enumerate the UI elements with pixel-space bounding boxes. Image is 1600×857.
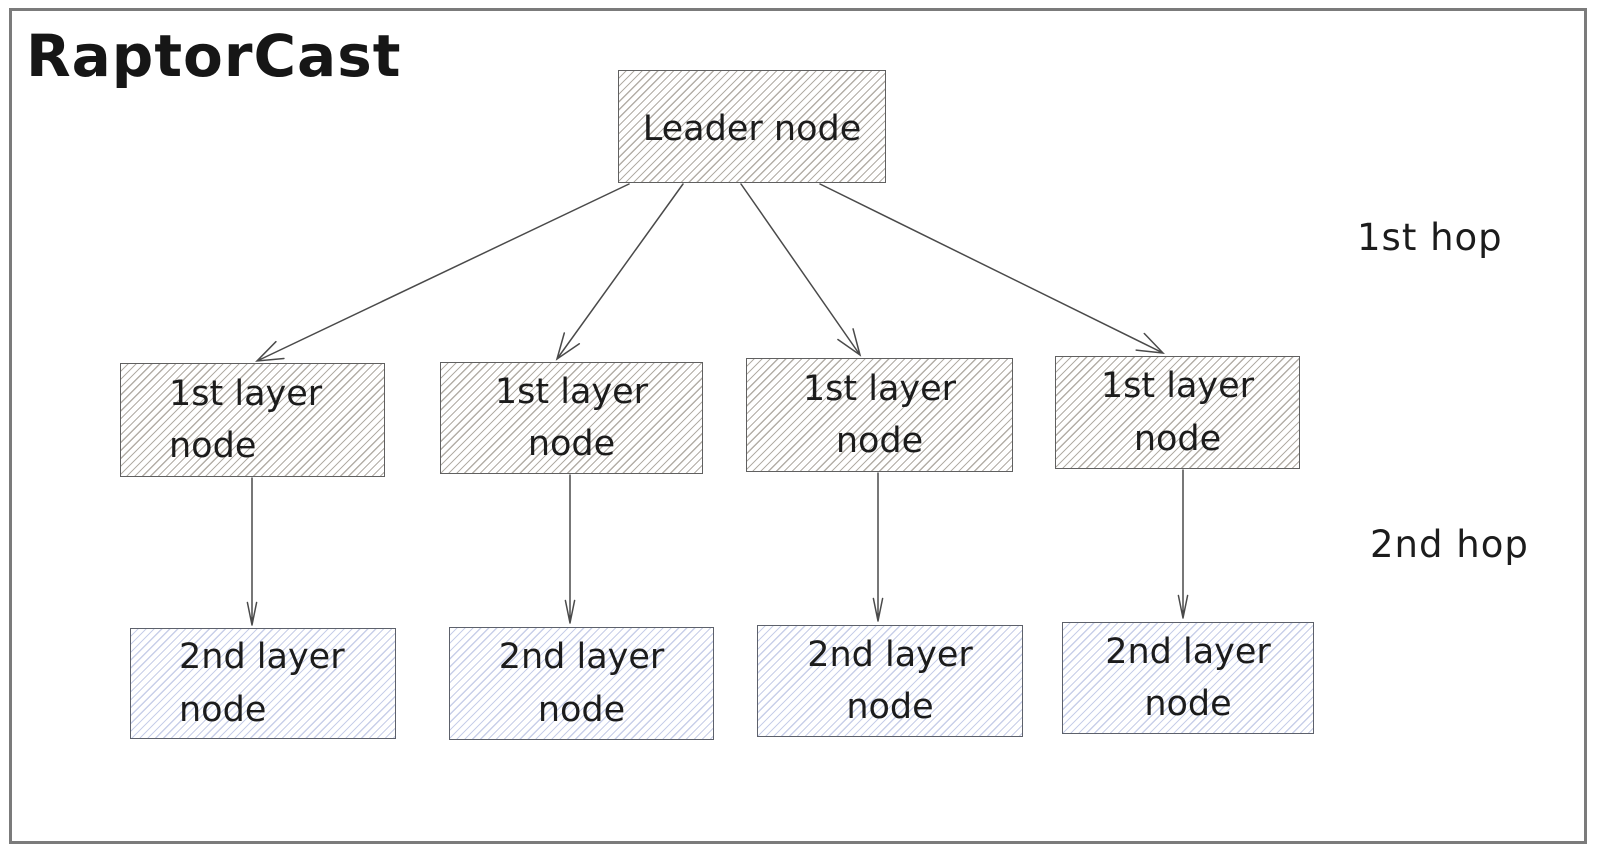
first-layer-node-3: 1st layer node xyxy=(746,358,1013,472)
first-layer-node-4: 1st layer node xyxy=(1055,356,1300,469)
leader-node-label: Leader node xyxy=(642,109,862,150)
second-layer-node-3-label: 2nd layer node xyxy=(807,634,973,728)
second-layer-node-3: 2nd layer node xyxy=(757,625,1023,737)
first-layer-node-3-label: 1st layer node xyxy=(802,368,957,462)
second-layer-node-4: 2nd layer node xyxy=(1062,622,1314,734)
first-layer-node-2-label: 1st layer node xyxy=(494,371,649,465)
hop-label-2nd: 2nd hop xyxy=(1370,523,1529,566)
hop-label-1st: 1st hop xyxy=(1357,216,1503,259)
leader-node: Leader node xyxy=(618,70,886,183)
diagram-title: RaptorCast xyxy=(26,22,402,90)
second-layer-node-2: 2nd layer node xyxy=(449,627,714,740)
second-layer-node-4-label: 2nd layer node xyxy=(1105,631,1271,725)
second-layer-node-1: 2nd layer node xyxy=(130,628,396,739)
diagram-frame xyxy=(9,8,1587,844)
second-layer-node-2-label: 2nd layer node xyxy=(498,637,665,730)
first-layer-node-1: 1st layer node xyxy=(120,363,385,477)
first-layer-node-1-label: 1st layer node xyxy=(169,373,323,467)
first-layer-node-2: 1st layer node xyxy=(440,362,703,474)
first-layer-node-4-label: 1st layer node xyxy=(1100,366,1255,459)
second-layer-node-1-label: 2nd layer node xyxy=(179,637,345,730)
